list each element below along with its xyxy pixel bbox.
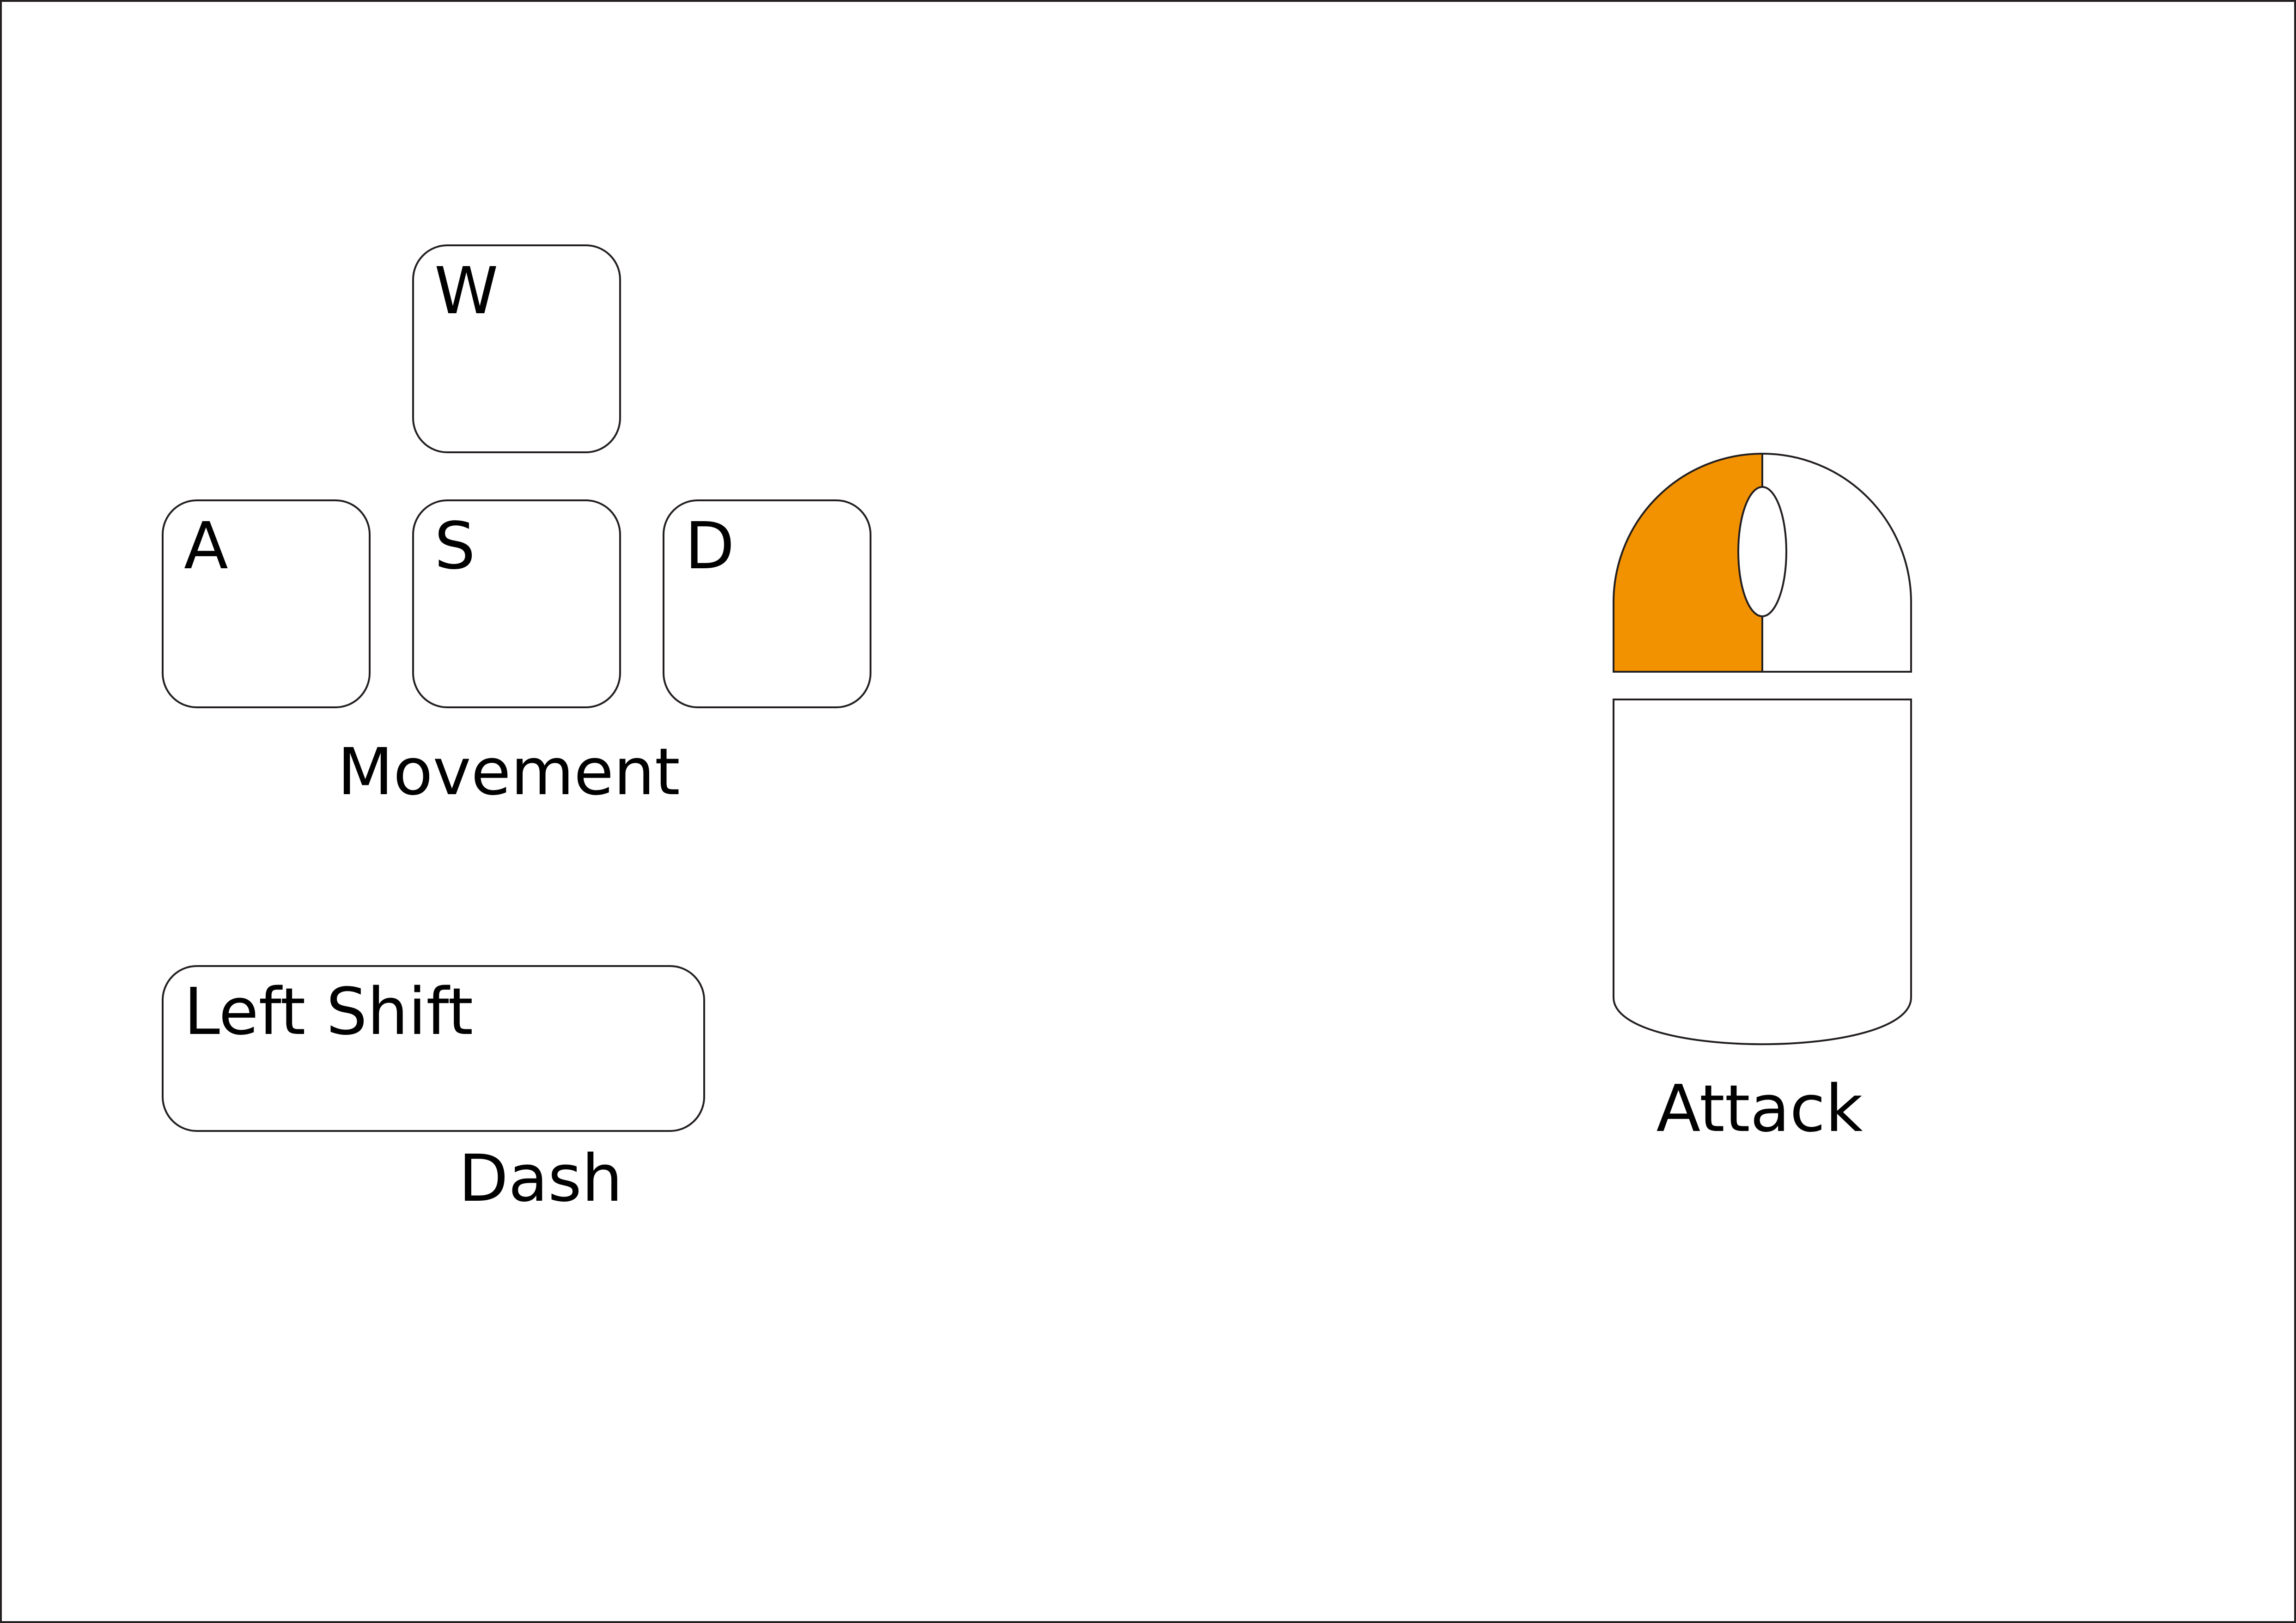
key-d-label: D	[685, 509, 735, 584]
mouse-left-button	[1613, 452, 1763, 673]
key-w: W	[412, 244, 621, 453]
key-a: A	[162, 499, 371, 708]
key-a-label: A	[184, 509, 228, 584]
key-s-label: S	[434, 509, 475, 584]
mouse-icon	[1613, 452, 1912, 1046]
key-left-shift: Left Shift	[162, 965, 705, 1132]
mouse-right-button	[1761, 452, 1912, 673]
attack-caption: Attack	[1656, 1071, 1863, 1147]
movement-caption: Movement	[337, 735, 680, 810]
key-s: S	[412, 499, 621, 708]
mouse-body	[1613, 699, 1912, 1046]
key-w-label: W	[434, 254, 499, 329]
key-d: D	[663, 499, 871, 708]
mouse-scroll-wheel	[1737, 486, 1787, 617]
key-left-shift-label: Left Shift	[184, 974, 474, 1050]
dash-caption: Dash	[458, 1141, 623, 1216]
